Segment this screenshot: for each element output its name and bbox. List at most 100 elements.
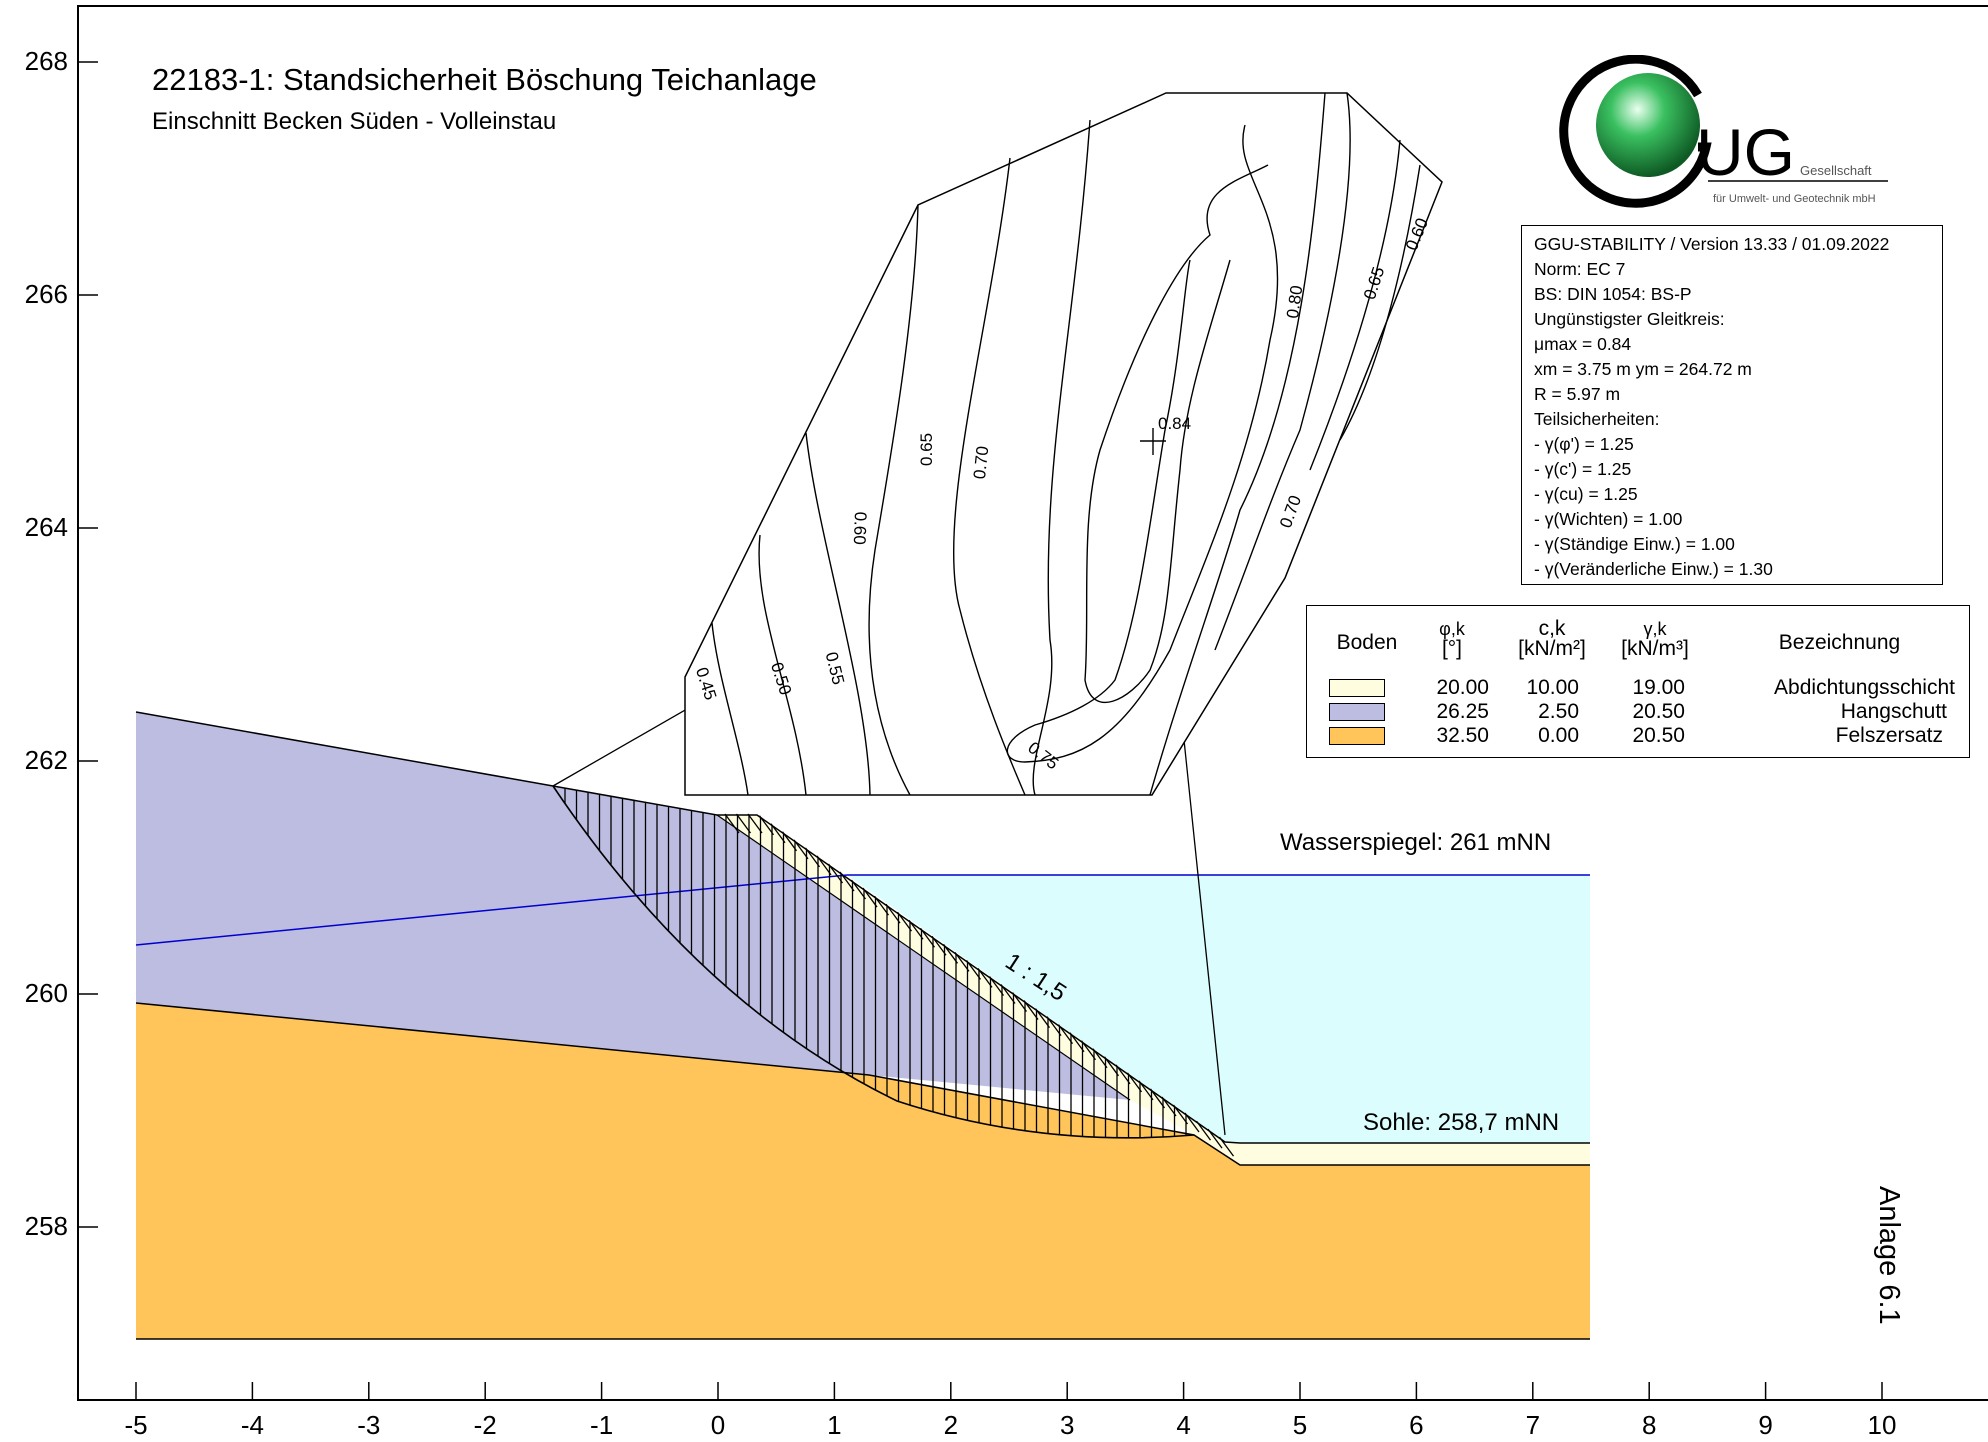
sealing-hatch-line: [804, 847, 821, 868]
phreatic-line: [135, 874, 848, 946]
legend-header-gamma: γ,k: [1643, 619, 1667, 639]
sole-label: Sohle: 258,7 mNN: [1363, 1109, 1560, 1136]
sealing-hatch-line: [919, 927, 936, 948]
x-tick-label: 4: [1176, 1410, 1191, 1440]
info-bs: BS: DIN 1054: BS-P: [1534, 284, 1692, 304]
info-partial: Teilsicherheiten:: [1534, 409, 1660, 429]
sealing-hatch-line: [747, 813, 763, 834]
sealing-hatch-line: [827, 863, 844, 884]
info-gamma-permanent: - γ(Ständige Einw.) = 1.00: [1534, 534, 1735, 554]
sealing-hatch-line: [862, 887, 878, 908]
legend-header-gamma-unit: [kN/m³]: [1621, 637, 1689, 660]
sealing-hatch-line: [724, 813, 740, 834]
diagram-title: 22183-1: Standsicherheit Böschung Teicha…: [152, 62, 817, 97]
y-tick-label: 262: [24, 745, 68, 775]
contour-label: 0.60: [849, 511, 870, 546]
sealing-hatch-line: [1103, 1056, 1120, 1077]
legend-gamma: 20.50: [1632, 724, 1685, 747]
sealing-hatch-line: [942, 943, 959, 964]
sealing-hatch-line: [1092, 1048, 1108, 1069]
sealing-hatch-line: [1218, 1136, 1235, 1157]
sealing-hatch-line: [1115, 1064, 1131, 1085]
contour-label: 0.70: [970, 445, 993, 480]
legend-header-name: Bezeichnung: [1778, 631, 1901, 654]
info-gamma-phi: - γ(φ') = 1.25: [1534, 434, 1634, 454]
info-norm: Norm: EC 7: [1534, 259, 1626, 279]
sealing-hatch-line: [896, 911, 913, 932]
sealing-hatch-line: [816, 855, 832, 876]
y-tick-label: 264: [24, 512, 68, 542]
legend-header-phi: φ,k: [1439, 619, 1465, 639]
x-tick-label: 7: [1525, 1410, 1541, 1440]
sealing-hatch-line: [1011, 992, 1028, 1012]
sealing-hatch-line: [1195, 1120, 1212, 1141]
sealing-hatch-line: [1000, 984, 1016, 1004]
x-tick-label: 5: [1292, 1410, 1308, 1440]
contour-lines: [711, 92, 1421, 796]
abdichtung-layer: [717, 815, 1590, 1165]
x-tick-label: -5: [124, 1410, 148, 1440]
x-axis-ticks: [135, 1382, 1883, 1400]
legend-name: Hangschutt: [1840, 700, 1947, 723]
sealing-hatch-line: [1207, 1128, 1223, 1149]
legend-phi: 32.50: [1436, 724, 1489, 747]
sealing-hatch-line: [1034, 1008, 1051, 1028]
sealing-hatch-line: [908, 919, 924, 940]
x-tick-label: -2: [473, 1410, 497, 1440]
x-tick-label: 10: [1867, 1410, 1897, 1440]
logo-line2: für Umwelt- und Geotechnik mbH: [1713, 193, 1876, 205]
sealing-hatch-line: [781, 831, 798, 852]
y-tick-label: 268: [24, 46, 68, 76]
legend-name: Abdichtungsschicht: [1774, 676, 1955, 699]
soil-legend: Boden φ,k [°] c,k [kN/m²] γ,k [kN/m³] Be…: [1306, 605, 1970, 758]
hangschutt-layer: [136, 712, 1130, 1100]
x-tick-label: -3: [357, 1410, 381, 1440]
legend-header-boden: Boden: [1336, 631, 1398, 654]
y-axis-ticks: [78, 61, 98, 1228]
legend-swatch-abdichtung: [1329, 679, 1385, 697]
sealing-hatch-line: [770, 823, 786, 844]
legend-c: 2.50: [1538, 700, 1579, 723]
legend-name: Felszersatz: [1835, 724, 1943, 747]
info-worst-circle: Ungünstigster Gleitkreis:: [1534, 309, 1725, 329]
x-tick-label: -4: [240, 1410, 264, 1440]
sealing-hatch-line: [965, 959, 982, 980]
sliding-slices: [564, 788, 1235, 1157]
sealing-hatch-line: [1057, 1024, 1074, 1045]
logo-line1: Gesellschaft: [1800, 163, 1872, 178]
legend-phi: 20.00: [1436, 676, 1489, 699]
info-gamma-c: - γ(c') = 1.25: [1534, 459, 1632, 479]
info-radius: R = 5.97 m: [1534, 384, 1621, 404]
sealing-hatch-line: [954, 951, 970, 972]
x-tick-label: 8: [1641, 1410, 1657, 1440]
legend-gamma: 20.50: [1632, 700, 1685, 723]
contour-grid-outline: [684, 92, 1443, 796]
sealing-hatch-line: [1161, 1096, 1177, 1117]
sealing-hatch-line: [873, 895, 890, 916]
info-center: xm = 3.75 m ym = 264.72 m: [1534, 359, 1752, 379]
contour-label: 0.65: [917, 432, 936, 466]
sealing-hatch-line: [1023, 1000, 1039, 1020]
sealing-hatch-line: [988, 976, 1005, 996]
sealing-hatch-line: [1080, 1040, 1097, 1061]
x-tick-label: 2: [943, 1410, 959, 1440]
sealing-hatch-line: [885, 903, 901, 924]
x-tick-label: 6: [1409, 1410, 1424, 1440]
sealing-hatch-line: [1138, 1080, 1154, 1101]
logo-sphere: [1596, 73, 1700, 177]
attachment-label: Anlage 6.1: [1873, 1186, 1905, 1325]
sealing-hatch-line: [758, 815, 775, 836]
info-gamma-weights: - γ(Wichten) = 1.00: [1534, 509, 1683, 529]
calculation-info-box: GGU-STABILITY / Version 13.33 / 01.09.20…: [1521, 225, 1943, 585]
sealing-hatch-line: [1069, 1032, 1085, 1053]
legend-c: 10.00: [1526, 676, 1579, 699]
info-mu: μmax = 0.84: [1534, 334, 1632, 354]
x-tick-label: 3: [1059, 1410, 1075, 1440]
x-tick-label: -1: [590, 1410, 614, 1440]
legend-header-c-unit: [kN/m²]: [1518, 637, 1586, 660]
sealing-hatch-line: [1149, 1088, 1166, 1109]
x-tick-label: 0: [710, 1410, 726, 1440]
logo-letters: UG: [1696, 115, 1795, 189]
sealing-hatch-line: [1172, 1104, 1189, 1125]
